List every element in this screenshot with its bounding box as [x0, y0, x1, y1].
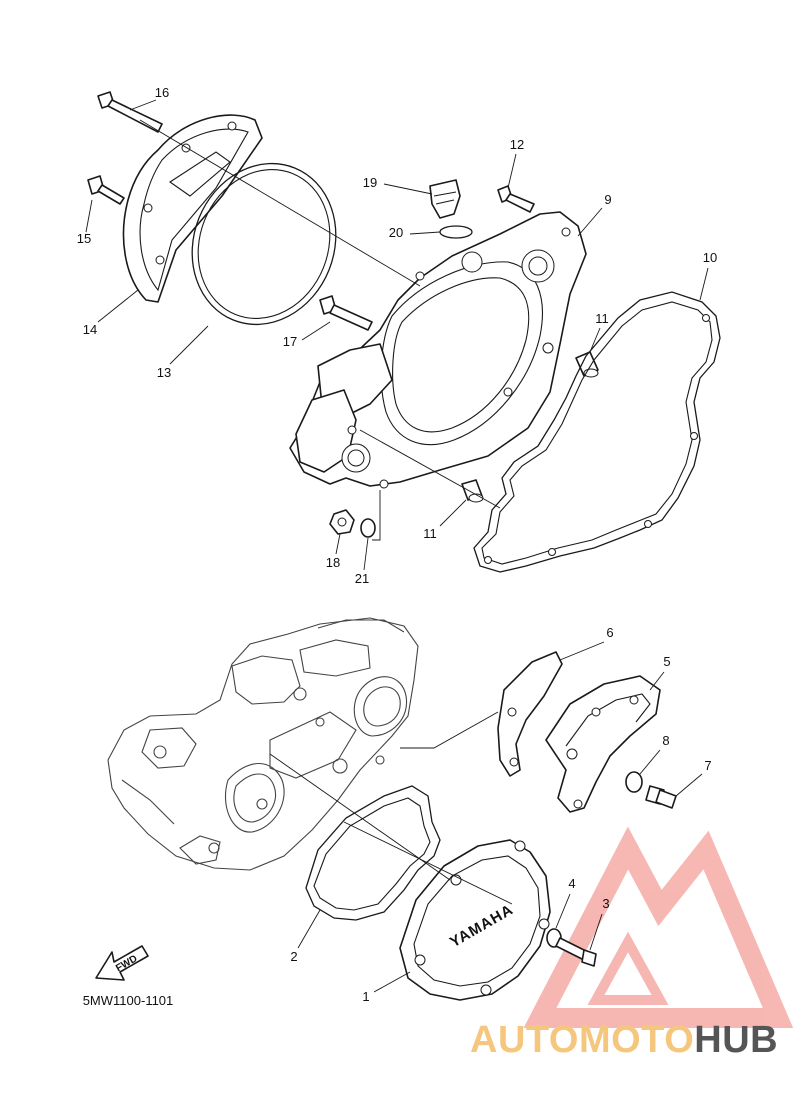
callout-8: 8: [662, 733, 669, 748]
callout-10: 10: [703, 250, 717, 265]
catalog-code: 5MW1100-1101: [83, 993, 174, 1008]
clutch-cover-outer: [122, 114, 263, 303]
watermark-logo: [523, 826, 794, 1028]
callout-21: 21: [355, 571, 369, 586]
crankcase-cover-gasket: [473, 291, 721, 573]
stator-cover-gasket-inner: [313, 797, 431, 911]
bolt-3: [555, 937, 597, 967]
callout-11-upper: 11: [595, 311, 609, 326]
oil-filler-plug: [429, 179, 461, 219]
crankcase-cover: [289, 211, 587, 489]
drive-chain-guide: [545, 675, 661, 813]
filler-plug-o-ring: [439, 225, 473, 239]
callout-5: 5: [663, 654, 670, 669]
watermark-part2: HUB: [694, 1019, 778, 1061]
stator-cover: YAMAHA: [399, 839, 551, 1001]
washer-8: [625, 771, 643, 793]
callout-17: 16: [155, 85, 169, 100]
clutch-cover-o-ring: [191, 162, 337, 326]
callout-20: 18: [326, 555, 340, 570]
fwd-label: FWD: [114, 953, 139, 974]
sprocket-guard-plate: [497, 651, 563, 777]
callout-4: 4: [568, 876, 575, 891]
crankcase-cover-gasket-inner: [481, 301, 713, 565]
drain-bolt: [329, 509, 355, 535]
bolt-16: [87, 175, 125, 205]
engine-crankcase: [107, 617, 419, 871]
watermark-part1: AUTOMOTO: [470, 1019, 694, 1061]
drain-bolt-washer: [360, 518, 376, 538]
callout-6: 6: [606, 625, 613, 640]
dowel-pin-lower: [461, 479, 484, 503]
callout-16: 15: [77, 231, 91, 246]
bolt-13: [319, 295, 373, 331]
gasket-hole: [548, 548, 556, 556]
callout-14: 14: [83, 322, 97, 337]
bolt-7: [645, 785, 677, 809]
stator-cover-gasket: [305, 785, 441, 921]
dowel-pin-upper: [575, 351, 599, 378]
svg-text:AUTOMOTOHUB: AUTOMOTOHUB: [470, 1019, 778, 1061]
callout-11-lower: 11: [423, 526, 437, 541]
callout-12: 12: [510, 137, 524, 152]
watermark-wordmark: AUTOMOTOHUB: [470, 1019, 778, 1061]
callout-13: 17: [283, 334, 297, 349]
gasket-hole: [702, 314, 710, 322]
fwd-arrow: FWD: [95, 945, 149, 981]
callout-1: 1: [362, 989, 369, 1004]
gasket-hole: [484, 556, 492, 564]
callout-15: 13: [157, 365, 171, 380]
gasket-hole: [644, 520, 652, 528]
bolt-17: [97, 91, 163, 133]
callout-9: 9: [604, 192, 611, 207]
clutch-cover-o-ring-inner: [197, 169, 331, 319]
callout-7: 7: [704, 758, 711, 773]
gasket-hole: [690, 432, 698, 440]
bolt-12: [497, 185, 535, 213]
callout-18: 19: [363, 175, 377, 190]
callout-2: 2: [290, 949, 297, 964]
callout-3: 3: [602, 896, 609, 911]
callout-19: 20: [389, 225, 403, 240]
